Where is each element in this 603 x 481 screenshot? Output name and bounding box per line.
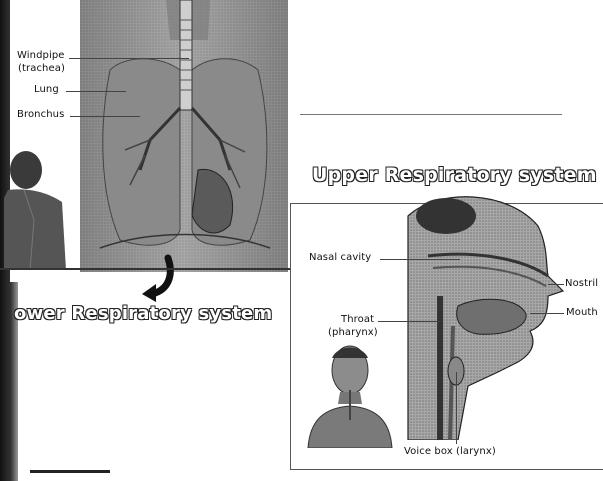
windpipe-label: Windpipe — [17, 50, 65, 61]
upper-head-illustration — [398, 196, 568, 440]
upper-right-rule — [300, 114, 562, 115]
voice-box-label: Voice box (larynx) — [404, 446, 496, 457]
upper-man-figure — [304, 340, 394, 448]
left-bottom-rule — [0, 268, 300, 270]
nostril-leader — [548, 284, 564, 285]
lower-figure-silhouette — [4, 150, 66, 270]
pharynx-label: (pharynx) — [328, 327, 378, 338]
bronchus-label: Bronchus — [17, 109, 64, 120]
windpipe-leader — [69, 58, 189, 59]
lower-respiratory-title: ower Respiratory system — [14, 303, 272, 324]
bottom-scan-mark — [30, 470, 110, 473]
throat-leader — [378, 321, 440, 322]
mouth-leader — [530, 313, 564, 314]
nasal-cavity-leader — [380, 259, 460, 260]
throat-label: Throat — [341, 314, 374, 325]
curved-arrow-icon — [140, 254, 180, 304]
upper-respiratory-title: Upper Respiratory system — [312, 164, 597, 186]
nostril-label: Nostril — [565, 278, 598, 289]
lung-label: Lung — [34, 84, 59, 95]
bronchus-leader — [70, 116, 140, 117]
lung-leader — [66, 91, 126, 92]
lower-respiratory-illustration — [80, 0, 288, 272]
voice-box-leader — [456, 372, 457, 444]
trachea-label: (trachea) — [18, 63, 65, 74]
mouth-label: Mouth — [566, 307, 598, 318]
nasal-cavity-label: Nasal cavity — [309, 252, 371, 263]
